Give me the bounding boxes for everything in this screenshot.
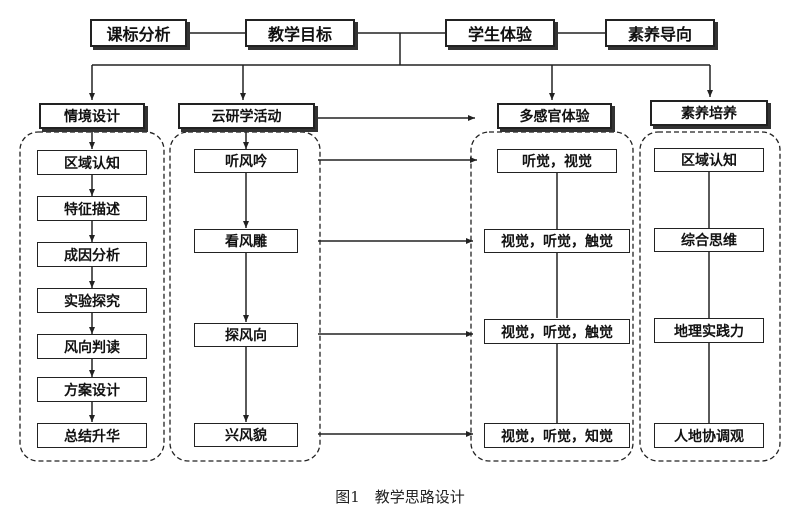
scenario-item: 区域认知 (37, 150, 147, 175)
header-cloud-study-activities: 云研学活动 (178, 103, 315, 129)
top-box-student-experience: 学生体验 (445, 19, 555, 47)
scenario-item: 实验探究 (37, 288, 147, 313)
sense-item: 听觉，视觉 (497, 149, 617, 173)
activity-item: 兴风貌 (194, 423, 298, 447)
sense-item: 视觉，听觉，触觉 (484, 229, 630, 253)
activity-item: 探风向 (194, 323, 298, 347)
header-multisensory-experience: 多感官体验 (497, 103, 612, 129)
header-scenario-design: 情境设计 (39, 103, 145, 129)
literacy-item: 区域认知 (654, 148, 764, 172)
figure-caption: 图1 教学思路设计 (335, 488, 465, 506)
literacy-item: 人地协调观 (654, 423, 764, 448)
scenario-item: 总结升华 (37, 423, 147, 448)
activity-item: 看风雕 (194, 229, 298, 253)
scenario-item: 风向判读 (37, 334, 147, 359)
top-box-literacy-orientation: 素养导向 (605, 19, 715, 47)
scenario-item: 成因分析 (37, 242, 147, 267)
literacy-item: 地理实践力 (654, 318, 764, 343)
top-box-teaching-objectives: 教学目标 (245, 19, 355, 47)
sense-item: 视觉，听觉，触觉 (484, 319, 630, 344)
sense-item: 视觉，听觉，知觉 (484, 423, 630, 448)
activity-item: 听风吟 (194, 149, 298, 173)
header-literacy-cultivation: 素养培养 (650, 100, 768, 126)
scenario-item: 方案设计 (37, 377, 147, 402)
literacy-item: 综合思维 (654, 228, 764, 252)
scenario-item: 特征描述 (37, 196, 147, 221)
top-box-curriculum-analysis: 课标分析 (90, 19, 187, 47)
